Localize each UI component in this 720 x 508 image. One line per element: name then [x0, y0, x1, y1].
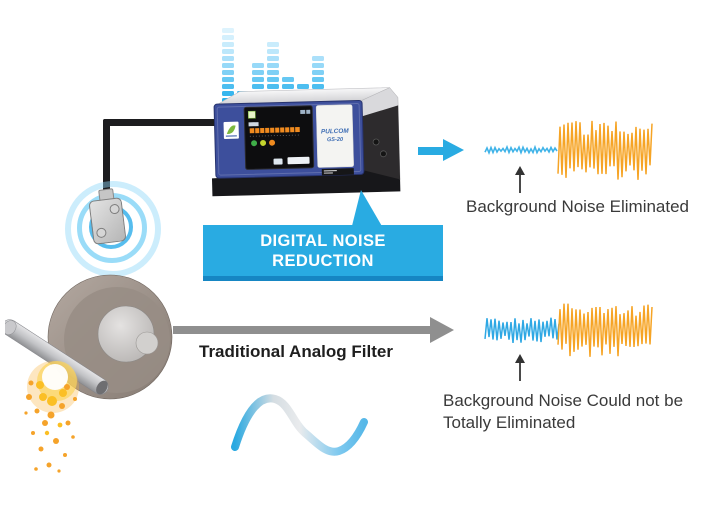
equalizer-segment: [252, 70, 264, 75]
screen-green-lamp-icon: [251, 140, 258, 147]
pointer-arrowhead-icon: [515, 354, 525, 363]
digital-noise-reduction-banner: DIGITAL NOISE REDUCTION: [203, 225, 443, 281]
equalizer-segment: [252, 84, 264, 89]
pulcom-controller-device: PULCOM GS-20: [211, 87, 401, 197]
device-brand-label: PULCOM: [321, 128, 350, 136]
analog-result-waveform: [484, 303, 653, 357]
pointer-arrow-line: [519, 362, 521, 381]
screen-yellow-lamp-icon: [260, 139, 267, 146]
equalizer-segment: [297, 84, 309, 89]
sensor-hole-icon: [109, 203, 121, 215]
analog-path-arrow: [173, 326, 431, 334]
ae-sensor: [88, 197, 127, 245]
equalizer-segment: [312, 63, 324, 68]
sparks-icon: [24, 361, 79, 473]
equalizer-segment: [267, 70, 279, 75]
digital-result-caption: Background Noise Eliminated: [466, 197, 690, 216]
filtered-flat-signal: [484, 144, 558, 156]
grinding-signal-burst: [557, 303, 653, 357]
screen-status-icon: [300, 109, 306, 114]
equalizer-segment: [267, 49, 279, 54]
equalizer-segment: [222, 84, 234, 89]
equalizer-segment: [267, 84, 279, 89]
equalizer-segment: [222, 35, 234, 40]
screen-bargraph: [249, 126, 300, 137]
equalizer-segment: [252, 77, 264, 82]
grinding-signal-burst: [557, 120, 653, 180]
banner-line1: DIGITAL NOISE: [260, 231, 386, 250]
equalizer-segment: [222, 77, 234, 82]
wheel-shaft: [135, 331, 159, 355]
screen-logo-icon: [247, 110, 256, 119]
serial-text-line: [323, 172, 333, 174]
banner-line2: REDUCTION: [272, 251, 374, 270]
analog-sine-wave-icon: [231, 394, 368, 456]
bracket-hole-icon: [379, 150, 387, 158]
digital-path-arrow: [418, 147, 444, 155]
equalizer-segment: [222, 70, 234, 75]
digital-path-arrowhead-icon: [443, 139, 464, 161]
equalizer-segment: [222, 63, 234, 68]
sensor-cable-vertical: [103, 119, 110, 199]
device-screen[interactable]: [243, 105, 315, 170]
screen-button[interactable]: [273, 158, 283, 165]
residual-noise-signal: [484, 317, 560, 343]
pointer-arrowhead-icon: [515, 166, 525, 175]
equalizer-segment: [282, 77, 294, 82]
bracket-hole-icon: [372, 138, 380, 146]
signal-ring-outer-icon: [65, 181, 161, 277]
device-model-label: GS-20: [327, 137, 344, 143]
workpiece-rod: [5, 319, 109, 395]
serial-label: [321, 168, 354, 176]
equalizer-segment: [222, 91, 234, 96]
sensor-cable-horizontal: [103, 119, 217, 126]
equalizer-segment: [312, 56, 324, 61]
analog-path-arrowhead-icon: [430, 317, 454, 343]
leaf-logo-icon: [226, 125, 236, 134]
equalizer-segment: [312, 77, 324, 82]
equalizer-segment: [312, 70, 324, 75]
equalizer-segment: [222, 28, 234, 33]
model-name-panel: [315, 104, 354, 168]
screen-orange-lamp-icon: [269, 139, 276, 146]
equalizer-segment: [312, 84, 324, 89]
equalizer-segment: [267, 56, 279, 61]
equalizer-segment: [222, 42, 234, 47]
equalizer-segment: [267, 63, 279, 68]
analog-method-label: Traditional Analog Filter: [199, 342, 393, 361]
screen-readout: [248, 122, 259, 127]
screen-button-wide[interactable]: [287, 156, 310, 165]
equalizer-segment: [282, 84, 294, 89]
equalizer-segment: [267, 77, 279, 82]
badge-text-line: [225, 135, 237, 137]
pointer-arrow-line: [519, 174, 521, 193]
screen-status-icon: [306, 109, 311, 114]
sensor-hole-icon: [95, 227, 107, 239]
device-front-bevel: [216, 102, 362, 176]
analog-result-caption-line1: Background Noise Could not be: [443, 391, 684, 410]
equalizer-segment: [267, 42, 279, 47]
equalizer-segment: [222, 49, 234, 54]
equalizer-segment: [222, 56, 234, 61]
serial-text-line: [323, 170, 337, 172]
grinding-wheel-illustration: [5, 274, 173, 473]
equalizer-segment: [252, 63, 264, 68]
analog-result-caption-line2: Totally Eliminated: [443, 413, 576, 432]
digital-result-waveform: [484, 120, 653, 180]
analog-result-caption: Background Noise Could not be Totally El…: [443, 390, 683, 434]
